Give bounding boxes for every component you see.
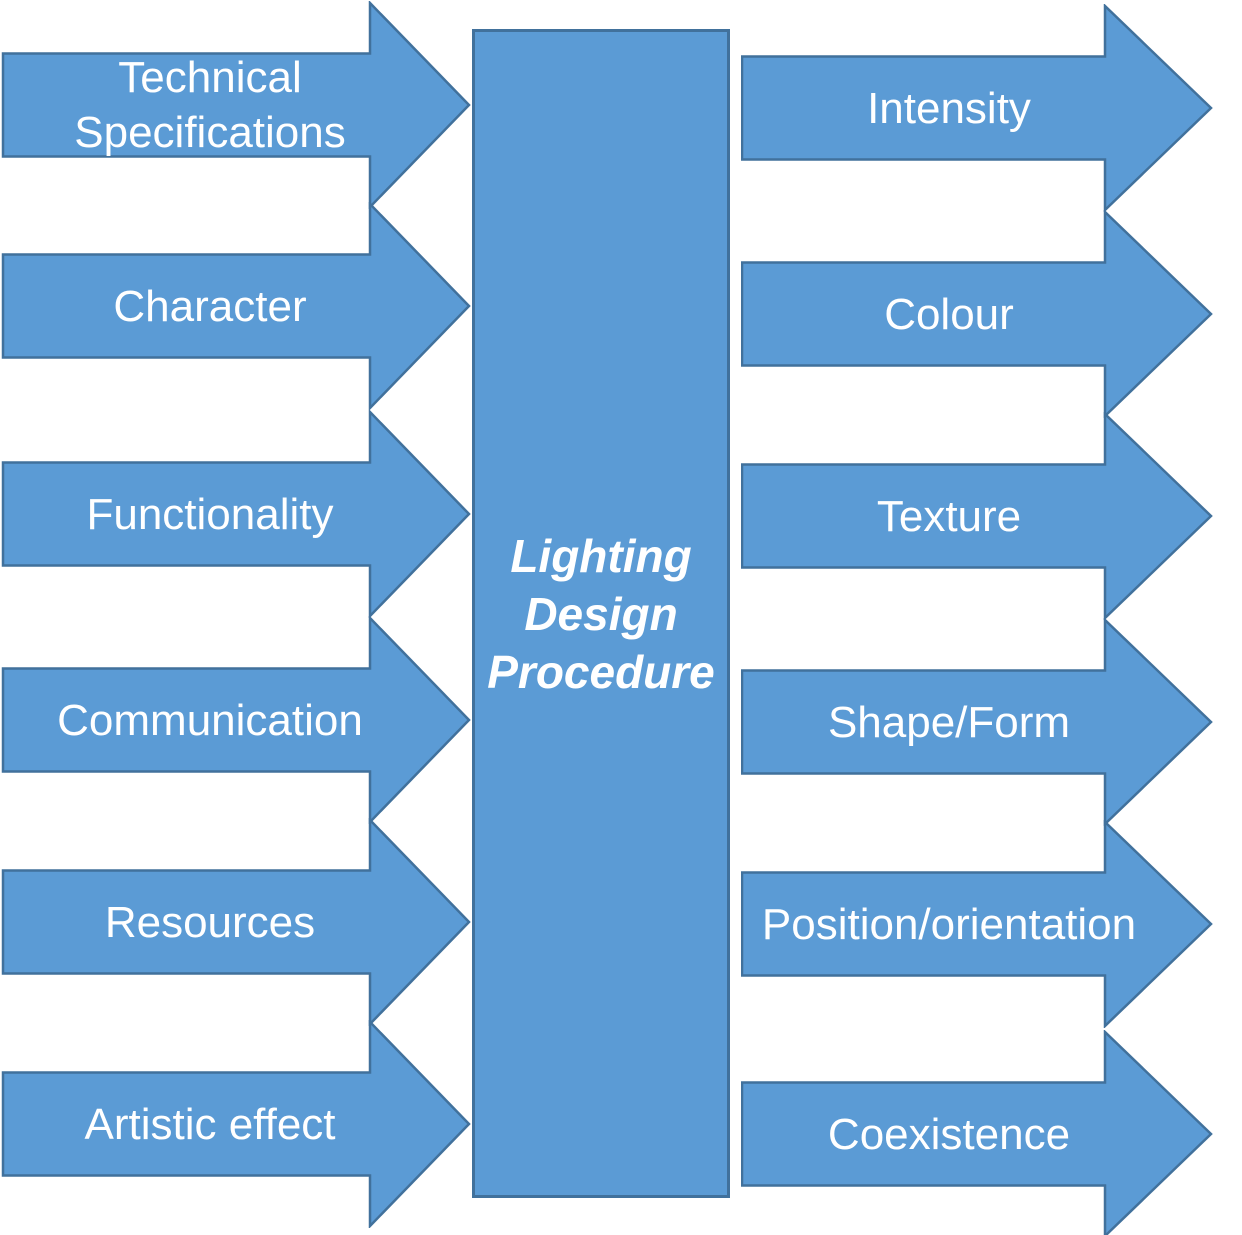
output-arrow-colour: Colour bbox=[741, 210, 1213, 418]
input-arrow-resources: Resources bbox=[1, 818, 471, 1026]
right-arrow-shape bbox=[1, 1, 471, 209]
right-arrow-shape bbox=[741, 210, 1213, 418]
input-arrow-communication: Communication bbox=[1, 616, 471, 824]
right-arrow-shape bbox=[741, 412, 1213, 620]
input-arrow-technical-specifications: Technical Specifications bbox=[1, 1, 471, 209]
output-arrow-position-orientation: Position/orientation bbox=[741, 820, 1213, 1028]
right-arrow-shape bbox=[741, 820, 1213, 1028]
input-arrow-artistic-effect: Artistic effect bbox=[1, 1020, 471, 1228]
input-arrow-functionality: Functionality bbox=[1, 410, 471, 618]
input-arrow-label: Technical Specifications bbox=[74, 53, 346, 157]
right-arrow-shape bbox=[1, 410, 471, 618]
right-arrow-shape bbox=[1, 616, 471, 824]
process-box: Lighting Design Procedure bbox=[472, 29, 730, 1198]
output-arrow-label: Position/orientation bbox=[761, 899, 1137, 949]
output-arrow-label: Shape/Form bbox=[827, 697, 1071, 747]
right-arrow-shape bbox=[741, 4, 1213, 212]
input-arrow-label: Artistic effect bbox=[84, 1099, 336, 1149]
right-arrow-shape bbox=[1, 202, 471, 410]
output-arrow-coexistence: Coexistence bbox=[741, 1030, 1213, 1235]
right-arrow-shape bbox=[741, 1030, 1213, 1235]
output-arrow-label: Texture bbox=[876, 491, 1022, 541]
output-arrow-intensity: Intensity bbox=[741, 4, 1213, 212]
input-arrow-label: Character bbox=[113, 281, 307, 331]
right-arrow-shape bbox=[1, 1020, 471, 1228]
process-title: Lighting Design Procedure bbox=[487, 529, 715, 698]
input-arrow-label: Functionality bbox=[86, 489, 334, 539]
output-arrow-label: Intensity bbox=[867, 83, 1031, 133]
input-arrow-label: Resources bbox=[104, 897, 316, 947]
output-arrow-label: Coexistence bbox=[827, 1109, 1071, 1159]
output-arrow-texture: Texture bbox=[741, 412, 1213, 620]
input-arrow-character: Character bbox=[1, 202, 471, 410]
output-arrow-label: Colour bbox=[884, 289, 1014, 339]
input-arrow-label: Communication bbox=[57, 695, 363, 745]
output-arrow-shape-form: Shape/Form bbox=[741, 618, 1213, 826]
right-arrow-shape bbox=[741, 618, 1213, 826]
right-arrow-shape bbox=[1, 818, 471, 1026]
